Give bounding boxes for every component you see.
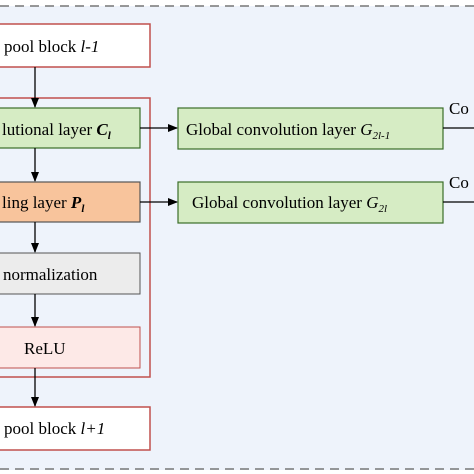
bottom-block-label: pool block l+1	[4, 419, 105, 438]
global-conv-layer-2-label: Global convolution layer G2l	[192, 193, 387, 215]
normalization-label: normalization	[3, 265, 98, 284]
global-conv-layer-1-box	[177, 107, 444, 150]
pooling-layer-label: ling layer Pl	[2, 193, 85, 215]
conv-layer-box	[0, 107, 141, 149]
relu-box	[0, 326, 141, 369]
background-panel	[0, 6, 474, 470]
bottom-block-box	[0, 406, 151, 451]
relu-label: ReLU	[24, 339, 66, 358]
layer-group-box	[0, 97, 151, 378]
top-block-label: pool block l-1	[4, 37, 99, 56]
global-conv-layer-1-label: Global convolution layer G2l-1	[186, 120, 390, 142]
global-conv-layer-2-box	[177, 181, 444, 224]
conv-layer-label: lutional layer Cl	[2, 120, 112, 142]
output-label-1: Co	[449, 99, 469, 118]
output-label-2: Co	[449, 173, 469, 192]
top-block-box	[0, 23, 151, 68]
normalization-box	[0, 252, 141, 295]
